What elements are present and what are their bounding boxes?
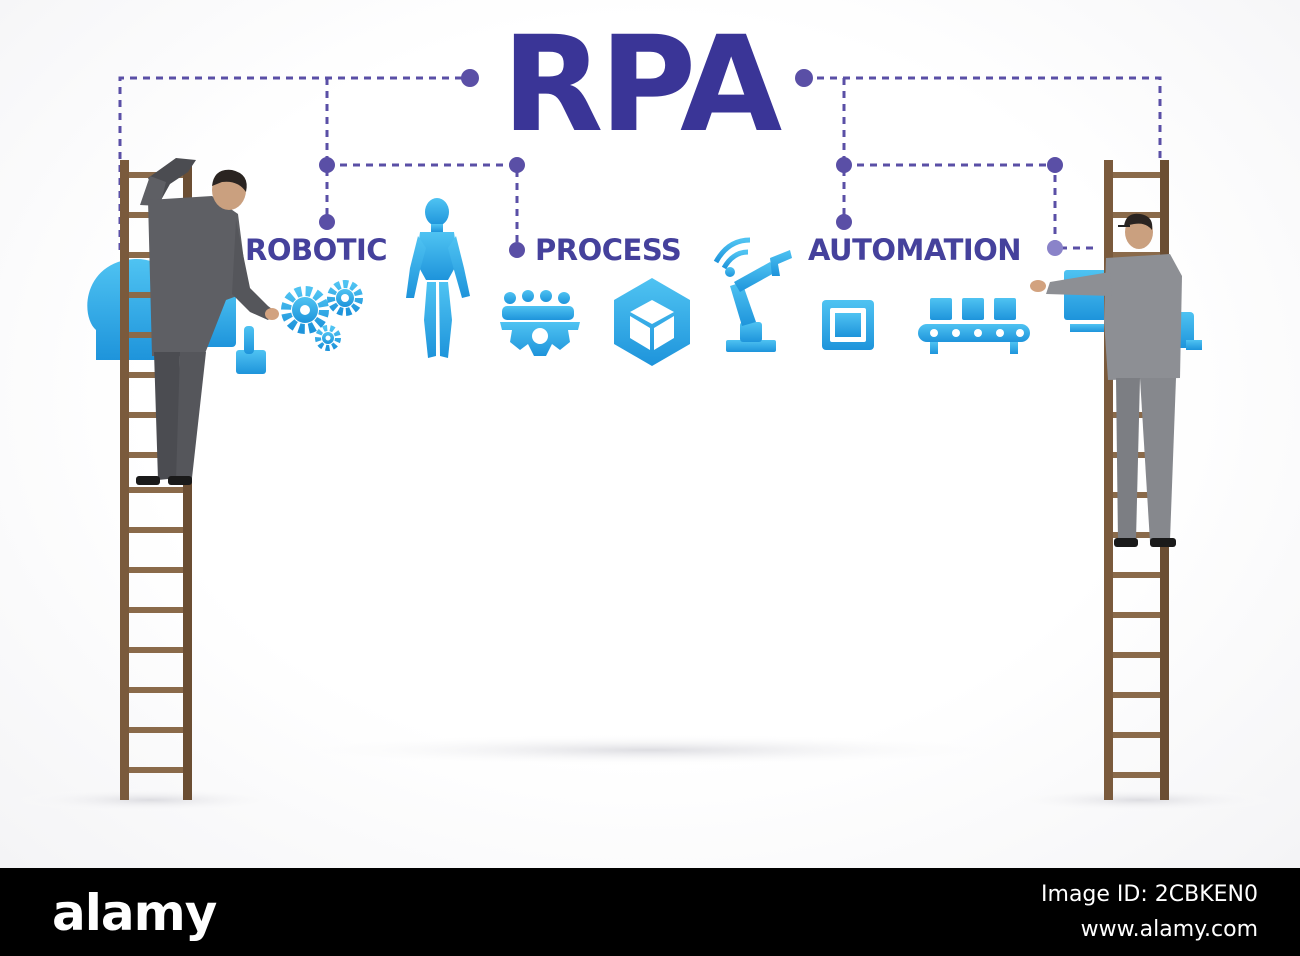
team-gear-icon [500,290,580,356]
floor-shadow [280,734,1020,766]
image-meta: Image ID: 2CBKEN0 www.alamy.com [1041,877,1258,947]
cube-hexagon-icon [614,278,690,366]
rpa-illustration [10,69,1280,812]
illustration-scene: RPA ROBOTIC PROCESS AUTOMATION [0,0,1300,868]
word-automation: AUTOMATION [808,233,1022,267]
word-process: PROCESS [535,233,682,267]
left-businessman [136,158,279,485]
diagram-title: RPA [501,8,782,162]
microchip-icon [817,295,880,356]
humanoid-robot-icon [406,198,470,358]
word-robotic: ROBOTIC [245,233,388,267]
connector-dots [319,69,1063,258]
website-text: www.alamy.com [1080,917,1258,942]
alamy-logo: alamy [52,884,217,942]
watermark-bar: alamy Image ID: 2CBKEN0 www.alamy.com [0,868,1300,956]
conveyor-belt-icon [918,298,1030,354]
right-businessman [1030,213,1182,547]
gears-icon [281,280,363,351]
robotic-arm-icon [713,237,792,352]
image-id-text: Image ID: 2CBKEN0 [1041,882,1258,907]
